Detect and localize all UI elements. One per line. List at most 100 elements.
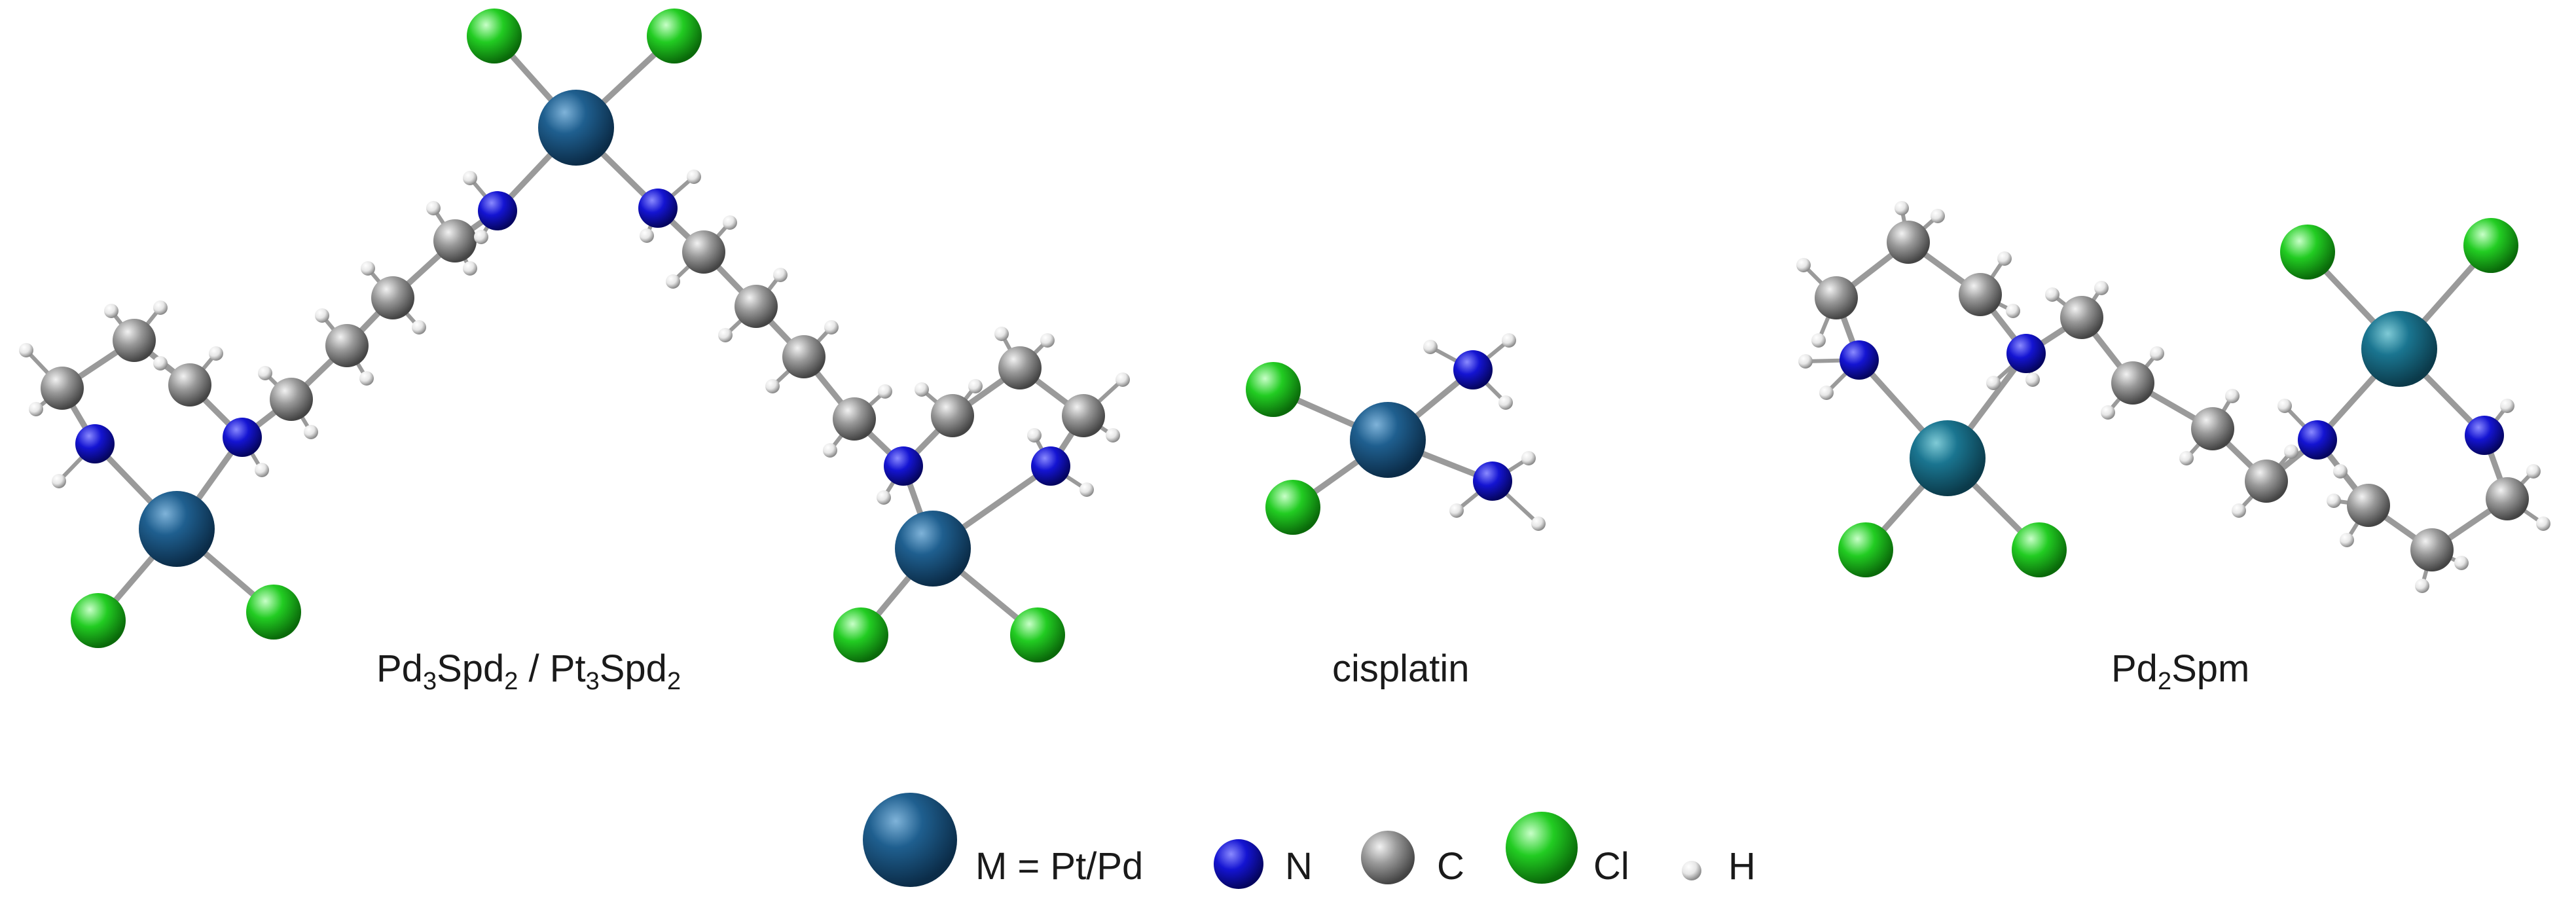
hydrogen-atom — [153, 300, 168, 315]
metal-atom — [139, 491, 215, 567]
carbon-atom — [931, 394, 974, 437]
cisplatin-caption: cisplatin — [1332, 647, 1470, 690]
hydrogen-atom — [2225, 389, 2240, 403]
hydrogen-atom — [2536, 516, 2550, 531]
hydrogen-atom — [104, 304, 118, 318]
hydrogen-atom — [2150, 346, 2164, 361]
metal-atom — [895, 511, 971, 587]
nitrogen-atom — [1031, 446, 1070, 486]
metal-atom — [1910, 420, 1986, 496]
trimer-caption: Pd3Spd2 / Pt3Spd2 — [376, 647, 681, 695]
hydrogen-atom — [1986, 376, 2001, 390]
carbon-atom — [833, 397, 876, 441]
carbon-atom — [2347, 484, 2390, 527]
hydrogen-atom — [2025, 372, 2040, 387]
bond-layer — [24, 33, 2545, 638]
hydrogen-atom — [878, 384, 892, 399]
hydrogen-atom — [2327, 494, 2341, 508]
atom-layer — [19, 9, 2550, 662]
hydrogen-atom — [361, 261, 375, 276]
legend-label-carbon: C — [1437, 845, 1464, 888]
hydrogen-atom — [723, 215, 737, 230]
nitrogen-atom — [223, 418, 262, 457]
hydrogen-atom — [2006, 304, 2020, 318]
carbon-atom — [2191, 407, 2234, 450]
nitrogen-atom — [1453, 350, 1493, 389]
carbon-atom — [168, 363, 211, 407]
carbon-atom — [2245, 460, 2288, 503]
carbon-atom — [2060, 296, 2103, 339]
chlorine-atom — [2012, 522, 2067, 577]
dimer-caption: Pd2Spm — [2111, 647, 2250, 695]
nitrogen-atom — [884, 446, 923, 486]
chlorine-atom — [71, 593, 126, 648]
hydrogen-atom — [315, 308, 329, 323]
legend-label-hydrogen: H — [1728, 845, 1756, 888]
hydrogen-atom — [1931, 209, 1945, 223]
hydrogen-atom — [1027, 428, 1042, 443]
carbon-atom — [270, 378, 313, 421]
chlorine-atom — [1246, 362, 1301, 417]
hydrogen-atom — [463, 261, 477, 276]
carbon-atom — [1815, 276, 1858, 319]
hydrogen-atom — [1106, 428, 1120, 443]
hydrogen-atom — [773, 268, 788, 282]
chlorine-atom — [246, 585, 301, 640]
chlorine-atom — [833, 607, 888, 662]
hydrogen-atom — [2094, 281, 2109, 295]
carbon-atom — [682, 230, 725, 274]
hydrogen-atom — [463, 171, 477, 185]
hydrogen-atom — [2284, 444, 2298, 459]
hydrogen-atom-icon — [1682, 861, 1701, 880]
carbon-atom-icon — [1361, 831, 1415, 884]
nitrogen-atom-icon — [1214, 839, 1263, 889]
hydrogen-atom — [2454, 556, 2469, 570]
hydrogen-atom — [765, 379, 780, 393]
hydrogen-atom — [2277, 399, 2292, 413]
nitrogen-atom — [2298, 420, 2337, 460]
nitrogen-atom — [75, 424, 115, 463]
cisplatin-molecule-atoms — [1246, 333, 1546, 535]
nitrogen-atom — [2465, 416, 2504, 455]
hydrogen-atom — [968, 379, 983, 393]
hydrogen-atom — [640, 228, 654, 243]
carbon-atom — [782, 335, 825, 378]
metal-atom — [2361, 311, 2437, 387]
chlorine-atom — [1265, 480, 1320, 535]
chlorine-atom — [1010, 607, 1065, 662]
hydrogen-atom — [1079, 482, 1094, 497]
carbon-atom — [2410, 528, 2454, 571]
trimer-molecule-atoms — [19, 9, 1130, 662]
hydrogen-atom — [209, 346, 223, 361]
hydrogen-atom — [1796, 258, 1811, 272]
hydrogen-atom — [994, 327, 1009, 341]
hydrogen-atom — [1040, 333, 1055, 348]
carbon-atom — [1887, 221, 1930, 264]
hydrogen-atom — [823, 443, 837, 458]
legend-label-chlorine: Cl — [1593, 845, 1629, 888]
carbon-atom — [325, 324, 369, 367]
legend — [863, 793, 1701, 889]
hydrogen-atom — [2045, 287, 2059, 302]
hydrogen-atom — [666, 274, 680, 289]
hydrogen-atom — [52, 474, 66, 488]
carbon-atom — [2486, 477, 2529, 520]
hydrogen-atom — [258, 366, 272, 380]
hydrogen-atom — [255, 463, 269, 477]
carbon-atom — [371, 276, 414, 319]
hydrogen-atom — [2179, 451, 2194, 465]
legend-label-nitrogen: N — [1285, 845, 1313, 888]
carbon-atom — [113, 319, 156, 362]
carbon-atom — [2111, 361, 2154, 405]
hydrogen-atom — [1531, 516, 1546, 531]
legend-label-metal: M = Pt/Pd — [975, 845, 1144, 888]
hydrogen-atom — [29, 402, 43, 416]
hydrogen-atom — [687, 170, 701, 184]
hydrogen-atom — [1798, 354, 1813, 369]
hydrogen-atom — [1116, 372, 1130, 387]
carbon-atom — [735, 285, 778, 328]
hydrogen-atom — [1498, 395, 1513, 410]
nitrogen-atom — [1840, 340, 1879, 380]
carbon-atom — [998, 346, 1042, 389]
